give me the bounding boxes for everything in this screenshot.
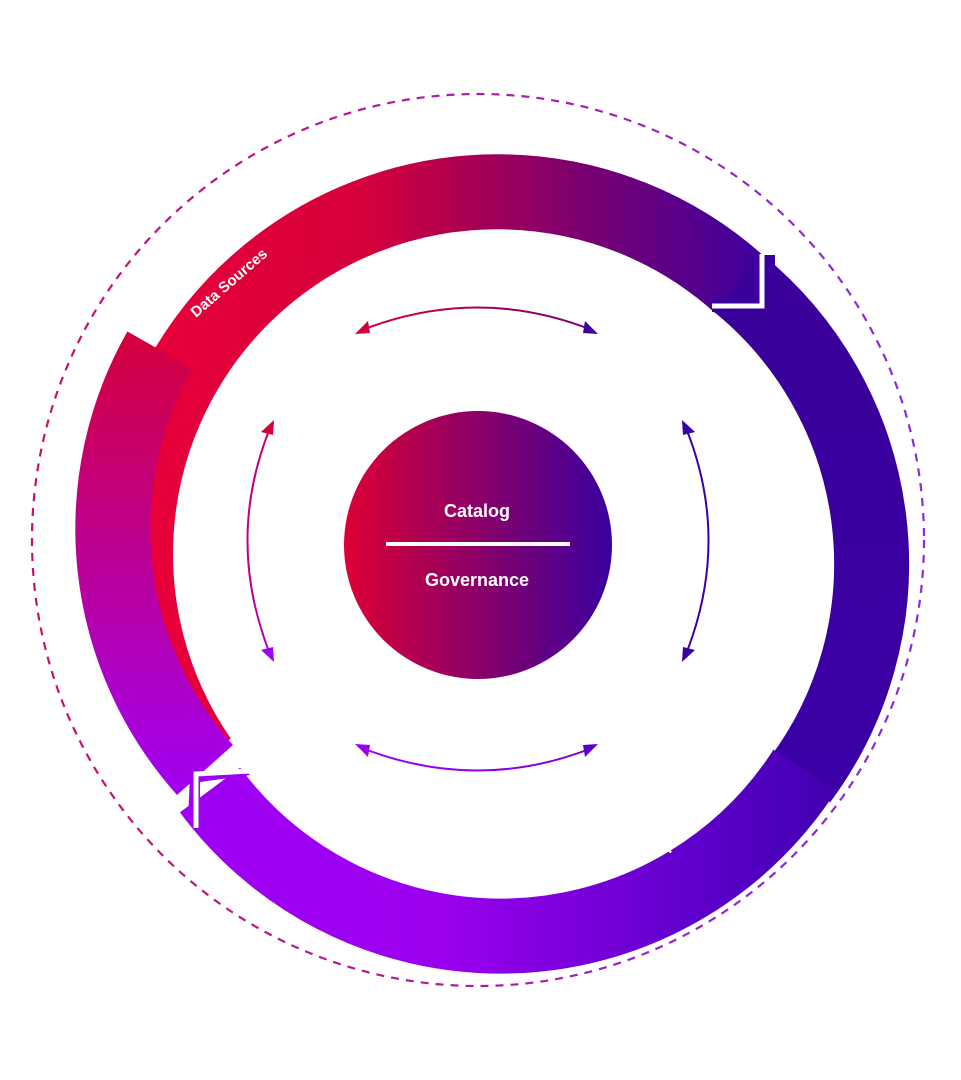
arrow-head-bottom-left xyxy=(355,744,370,757)
hub-label-catalog: Catalog xyxy=(444,501,510,521)
arrow-bottom xyxy=(355,744,598,772)
ring-segment-left xyxy=(75,331,234,795)
arrow-head-top-left xyxy=(355,321,370,334)
ring-notch-bottom-left xyxy=(188,768,251,830)
arrow-head-right-top xyxy=(682,420,695,435)
arrow-head-left-bottom xyxy=(261,647,274,662)
arrow-head-right-bottom xyxy=(682,647,695,662)
hub-label-governance: Governance xyxy=(425,570,529,590)
arrow-head-bottom-right xyxy=(583,744,598,757)
arrow-head-top-right xyxy=(583,321,598,334)
hub-divider xyxy=(386,542,570,546)
outer-dashed-circle xyxy=(30,92,926,988)
ring-notch-top-right xyxy=(712,254,775,312)
arrow-top xyxy=(355,306,598,334)
ring-segment-people-apps-devices xyxy=(179,749,837,974)
arrow-right xyxy=(682,420,710,662)
arrow-head-left-top xyxy=(261,420,274,435)
ring-segment-right xyxy=(714,253,910,803)
central-hub: Catalog Governance xyxy=(344,411,612,679)
arrow-left xyxy=(246,420,274,662)
